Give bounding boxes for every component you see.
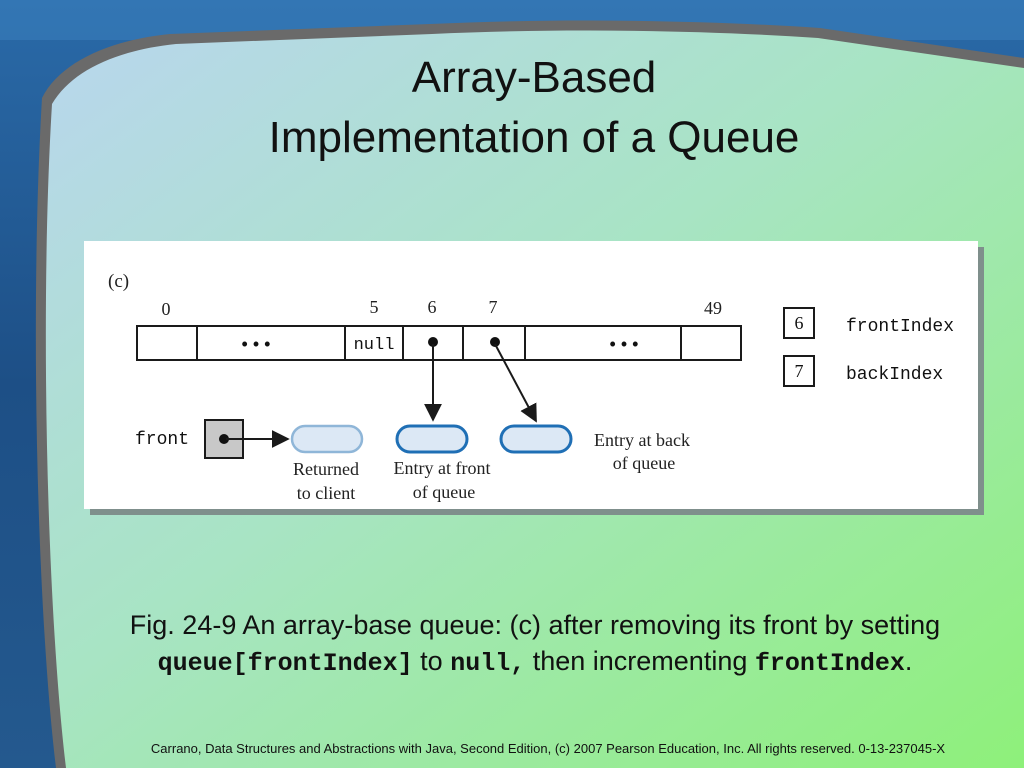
copyright-footer: Carrano, Data Structures and Abstraction…: [150, 741, 946, 756]
index-label-0: 0: [162, 299, 171, 319]
caption-code-front-index: frontIndex: [754, 649, 905, 678]
front-index-box: [783, 307, 815, 339]
slide-title-line-1: Array-Based: [411, 53, 657, 102]
back-entry-label-line-1: Entry at back: [594, 430, 690, 450]
returned-label-line-1: Returned: [293, 459, 359, 479]
caption-code-queue-front: queue[frontIndex]: [157, 649, 413, 678]
figure-caption-line-2: queue[frontIndex] to null, then incremen…: [40, 644, 1024, 681]
front-index-value: 6: [795, 313, 804, 333]
reference-dot-cell-6: [428, 337, 438, 347]
index-label-5: 5: [370, 297, 379, 317]
array-cell-ellipsis-left: [196, 325, 346, 361]
index-label-6: 6: [428, 297, 437, 317]
figure-part-label: (c): [108, 271, 129, 292]
ellipsis-left: • • •: [242, 334, 271, 354]
caption-code-null: null,: [450, 649, 526, 678]
null-cell-text: null: [354, 336, 395, 355]
back-entry-node: [499, 424, 573, 454]
queue-array-diagram: (c) 0 5 6 7 49 • • • null • • • 6 frontI…: [108, 271, 954, 503]
caption-period: .: [904, 646, 913, 676]
array-cell-49: [680, 325, 742, 361]
arrow-cell-7-to-back-entry: [494, 343, 537, 423]
front-entry-node: [395, 424, 469, 454]
caption-text-to: to: [420, 646, 443, 676]
array-cell-0: [136, 325, 198, 361]
back-entry-label-line-2: of queue: [613, 453, 675, 473]
front-reference-dot: [219, 434, 229, 444]
figure-caption-line-1: Fig. 24-9 An array-base queue: (c) after…: [129, 610, 941, 640]
back-index-box: [783, 355, 815, 387]
array-row: [136, 325, 742, 361]
back-index-label: backIndex: [846, 365, 943, 385]
figure-panel: (c) 0 5 6 7 49 • • • null • • • 6 frontI…: [84, 241, 978, 509]
array-cell-ellipsis-right: [524, 325, 682, 361]
front-entry-label-line-1: Entry at front: [394, 458, 491, 478]
ellipsis-right: • • •: [610, 334, 639, 354]
caption-text-then: then incrementing: [532, 646, 748, 676]
front-index-label: frontIndex: [846, 317, 954, 337]
back-index-value: 7: [795, 361, 804, 381]
returned-node: [290, 424, 364, 454]
slide-title-line-2: Implementation of a Queue: [268, 113, 800, 162]
reference-dot-cell-7: [490, 337, 500, 347]
front-variable-label: front: [135, 430, 189, 450]
returned-label-line-2: to client: [297, 483, 355, 503]
index-label-7: 7: [489, 297, 498, 317]
front-entry-label-line-2: of queue: [413, 482, 475, 502]
index-label-49: 49: [704, 298, 722, 318]
